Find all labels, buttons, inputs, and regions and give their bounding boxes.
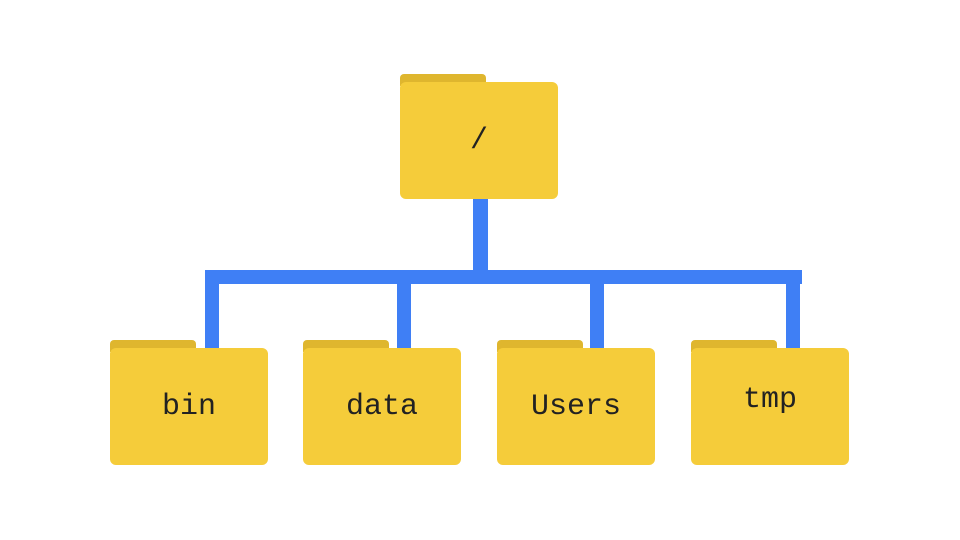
folder-label: tmp: [691, 348, 849, 465]
root-connector: [473, 195, 488, 277]
connector-users: [590, 270, 604, 350]
connector-tmp: [786, 270, 800, 350]
horizontal-connector: [205, 270, 802, 284]
folder-label: /: [400, 82, 558, 199]
connector-data: [397, 270, 411, 350]
folder-label: bin: [110, 348, 268, 465]
connector-bin: [205, 270, 219, 350]
folder-label: Users: [497, 348, 655, 465]
folder-label: data: [303, 348, 461, 465]
